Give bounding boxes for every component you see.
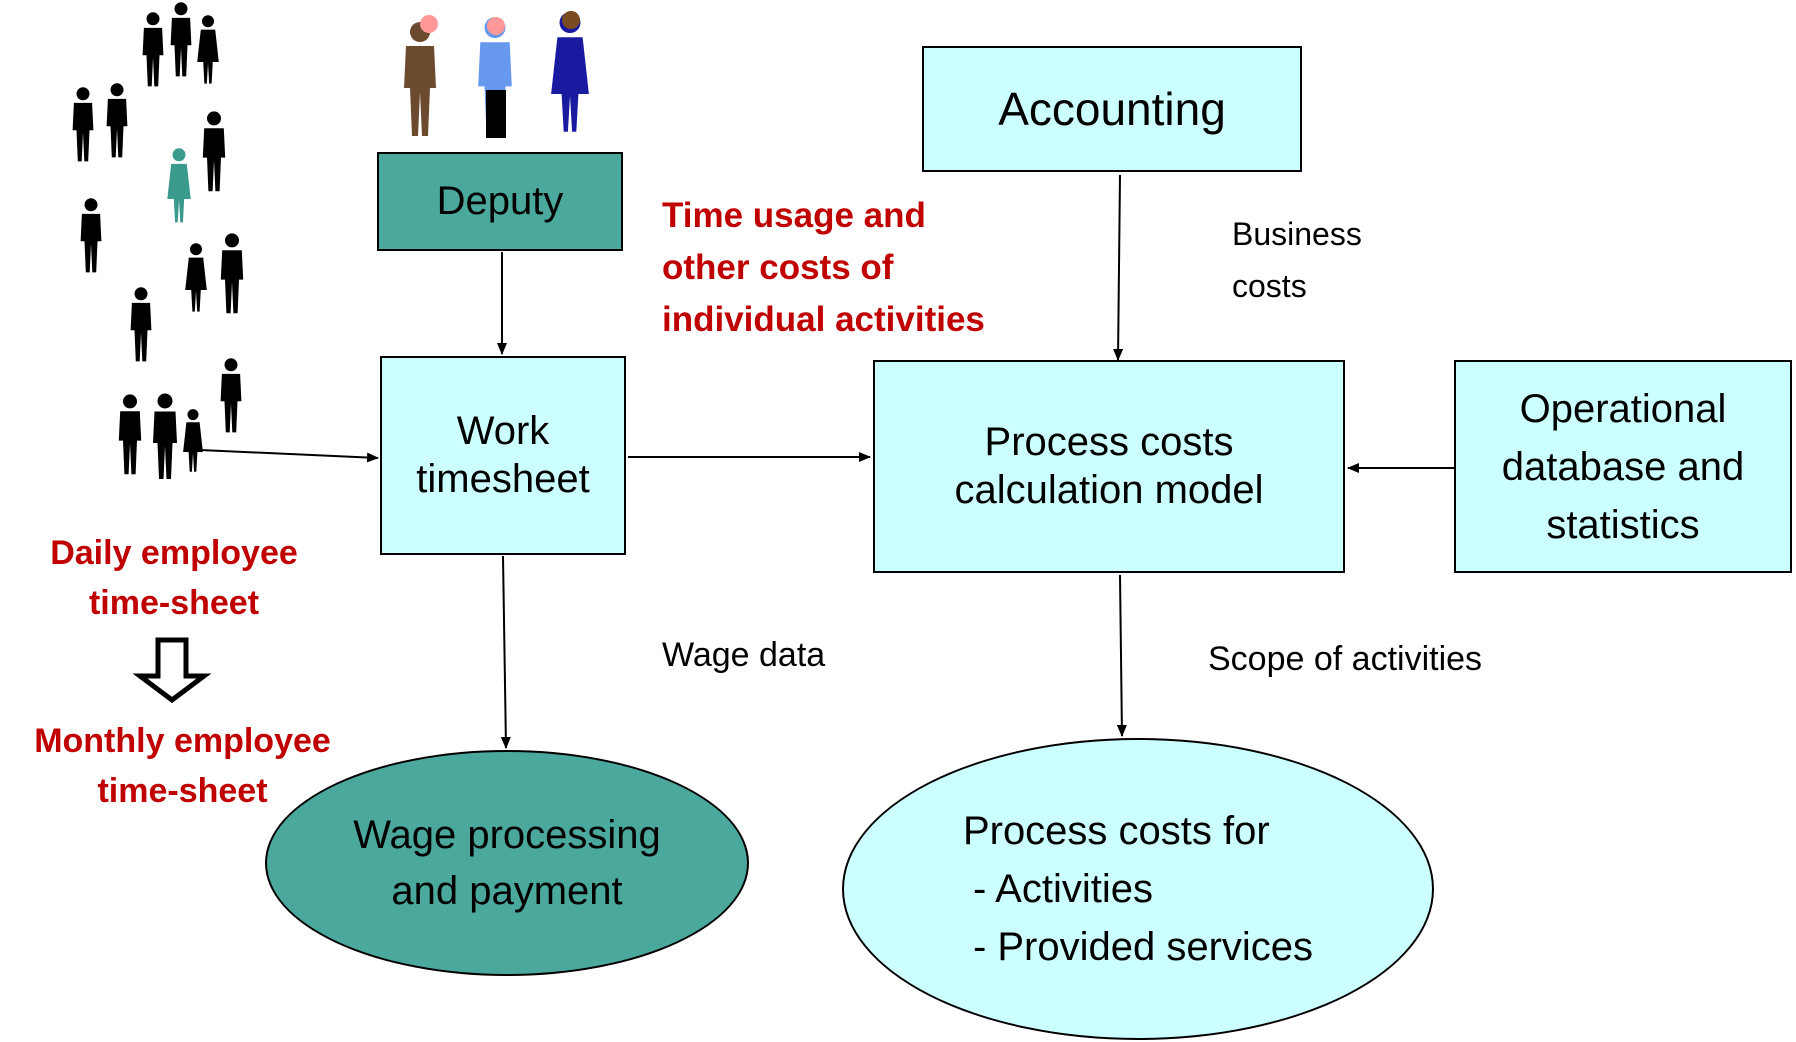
process-costs-line-1: Process costs for [962,809,1270,853]
process-costs-line-3: - Provided services [972,925,1314,969]
operational-db-line-3: statistics [1546,502,1700,547]
process-model-box: Process costs calculation model [873,360,1345,573]
wage-processing-ellipse: Wage processing and payment [265,750,749,976]
process-model-line-2: calculation model [954,467,1264,512]
deputy-label: Deputy [436,178,564,223]
scope-of-activities-label: Scope of activities [1208,640,1482,679]
wage-data-text: Wage data [662,636,826,674]
process-costs-for-ellipse: Process costs for - Activities - Provide… [842,738,1434,1040]
arrow-accounting-to-model [1113,174,1124,361]
business-costs-label: Business costs [1232,208,1362,312]
monthly-timesheet-label: Monthly employee time-sheet [10,716,355,816]
operational-db-line-1: Operational [1519,386,1727,431]
work-timesheet-line-1: Work [456,409,550,454]
scope-of-activities-text: Scope of activities [1208,640,1483,678]
process-costs-line-2: - Activities [972,867,1153,911]
daily-timesheet-line-1: Daily employee [50,534,298,572]
business-people-crowd-icon [72,2,244,479]
arrow-model-to-costs [1116,574,1127,737]
wage-processing-line-2: and payment [391,869,623,913]
time-usage-line-2: other costs of [662,248,894,287]
daily-timesheet-label: Daily employee time-sheet [24,528,324,628]
time-usage-label: Time usage and other costs of individual… [662,190,985,346]
accounting-label: Accounting [998,82,1226,135]
arrow-crowd-to-timesheet [199,449,379,463]
down-arrow-icon [132,637,212,704]
work-timesheet-box: Work timesheet [380,356,626,555]
time-usage-line-1: Time usage and [662,196,926,235]
time-usage-line-3: individual activities [662,300,985,339]
daily-timesheet-line-2: time-sheet [88,584,260,622]
wage-data-label: Wage data [662,636,825,675]
monthly-timesheet-line-2: time-sheet [97,772,268,810]
work-timesheet-line-2: timesheet [416,456,590,501]
monthly-timesheet-line-1: Monthly employee [34,722,331,760]
arrow-timesheet-to-wage [500,555,511,749]
process-model-line-1: Process costs [984,420,1234,465]
deputy-box: Deputy [377,152,623,251]
business-costs-line-2: costs [1232,268,1307,304]
wage-processing-line-1: Wage processing [353,813,661,857]
operational-database-box: Operational database and statistics [1454,360,1792,573]
three-people-icon [404,11,589,138]
accounting-box: Accounting [922,46,1302,172]
operational-db-line-2: database and [1501,444,1745,489]
business-costs-line-1: Business [1232,216,1362,252]
arrows [199,174,1454,749]
